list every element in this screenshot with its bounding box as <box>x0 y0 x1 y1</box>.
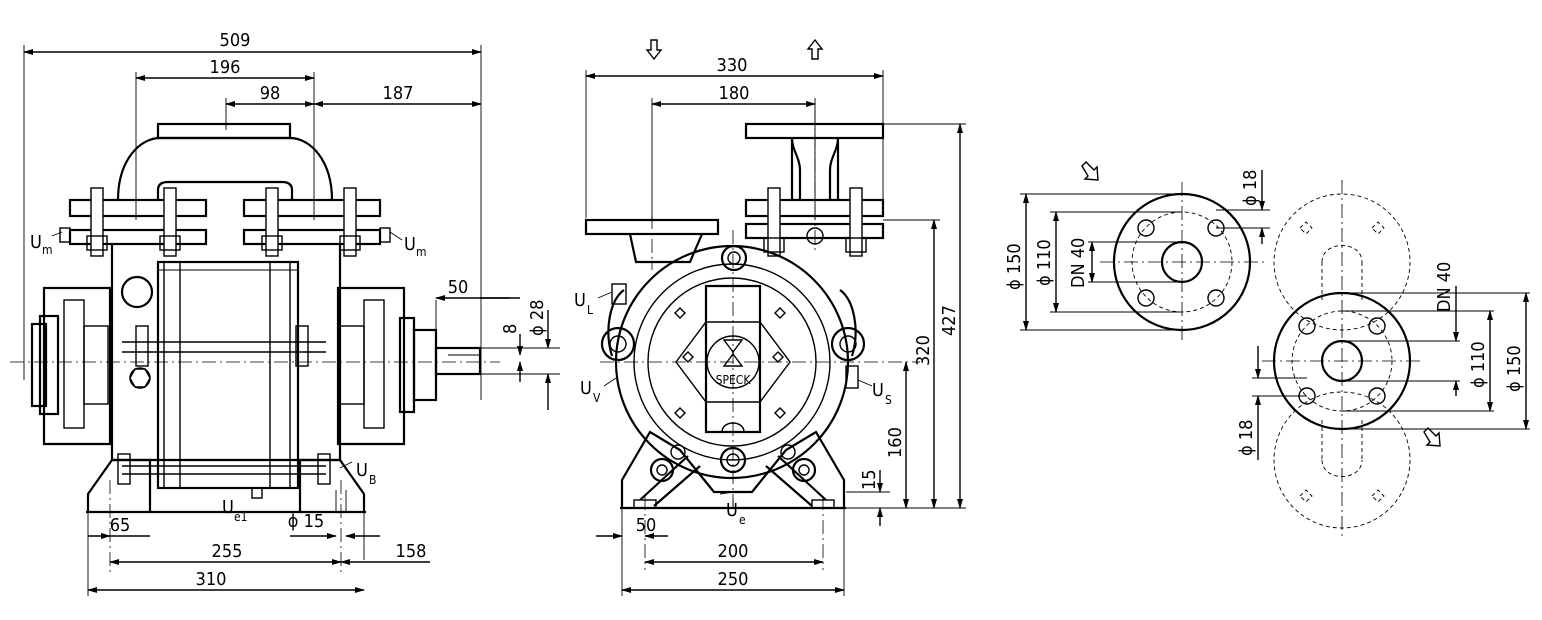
flange-inlet-hole: ϕ 18 <box>1240 170 1261 206</box>
front-view: SPECK <box>574 38 966 596</box>
label-ub-sub: B <box>369 473 376 487</box>
dim-hole-diameter: ϕ 15 <box>288 511 324 532</box>
label-us-sub: S <box>885 393 892 407</box>
label-ul-sub: L <box>587 303 593 317</box>
dim-front-foot-holes: 200 <box>718 541 749 562</box>
flange-outlet-outer: ϕ 150 <box>1504 345 1525 392</box>
arrow-up-icon <box>806 38 824 60</box>
dim-foot-holes: 255 <box>212 541 243 562</box>
dim-height-total: 427 <box>939 305 960 336</box>
dim-port-spacing: 196 <box>210 57 241 78</box>
arrow-down-icon <box>645 39 663 61</box>
dim-front-foot-total: 250 <box>718 569 749 590</box>
flange-inlet-bolt-circle: ϕ 110 <box>1034 239 1055 286</box>
side-view: 509 196 98 187 50 8 ϕ 28 65 255 310 158 … <box>10 30 560 596</box>
label-um-left: U <box>30 232 42 253</box>
arrow-diagonal-out-icon <box>1423 427 1441 447</box>
label-ue1-sub: e1 <box>234 510 248 524</box>
flange-inlet-outer: ϕ 150 <box>1004 243 1025 290</box>
flange-outlet-nominal: DN 40 <box>1434 262 1455 312</box>
dim-foot-edge: 50 <box>636 515 657 536</box>
flange-outlet-view: ϕ 150 ϕ 110 DN 40 ϕ 18 <box>1236 180 1530 540</box>
dim-overall-length: 509 <box>220 30 251 51</box>
label-uv-sub: V <box>593 391 601 405</box>
flange-bolts <box>86 187 361 257</box>
flange-outlet-hole: ϕ 18 <box>1236 420 1257 456</box>
dim-port-center: 180 <box>719 83 750 104</box>
dim-foot-right: 158 <box>396 541 427 562</box>
dim-shaft-offset: 187 <box>383 83 414 104</box>
flange-outlet-bolt-circle: ϕ 110 <box>1468 341 1489 388</box>
dim-keyway: 8 <box>500 324 521 334</box>
dim-foot-height: 160 <box>885 427 906 458</box>
label-ue: U <box>726 500 738 521</box>
dim-front-width: 330 <box>717 55 748 76</box>
dim-foot-left: 65 <box>110 515 131 536</box>
label-um-right-sub: m <box>416 245 427 259</box>
dim-foot-thickness: 15 <box>859 469 880 490</box>
label-uv: U <box>580 378 592 399</box>
dim-shaft-length: 50 <box>448 277 469 298</box>
brand-label: SPECK <box>716 373 752 387</box>
label-ue1: U <box>222 497 234 518</box>
dim-half-port: 98 <box>260 83 281 104</box>
flange-inlet-nominal: DN 40 <box>1068 238 1089 288</box>
arrow-diagonal-in-icon <box>1081 161 1099 181</box>
label-us: U <box>872 380 884 401</box>
label-um-left-sub: m <box>42 243 53 257</box>
speck-logo: SPECK <box>716 339 752 387</box>
cover-bolts <box>674 307 786 419</box>
dim-shaft-diameter: ϕ 28 <box>527 300 548 336</box>
flange-inlet-view: ϕ 150 ϕ 110 DN 40 ϕ 18 <box>1004 161 1270 342</box>
label-ue-sub: e <box>739 513 746 527</box>
dim-shaft-height: 320 <box>913 335 934 366</box>
dim-foot-total: 310 <box>196 569 227 590</box>
label-um-right: U <box>404 234 416 255</box>
label-ub: U <box>356 460 368 481</box>
label-ul: U <box>574 290 586 311</box>
